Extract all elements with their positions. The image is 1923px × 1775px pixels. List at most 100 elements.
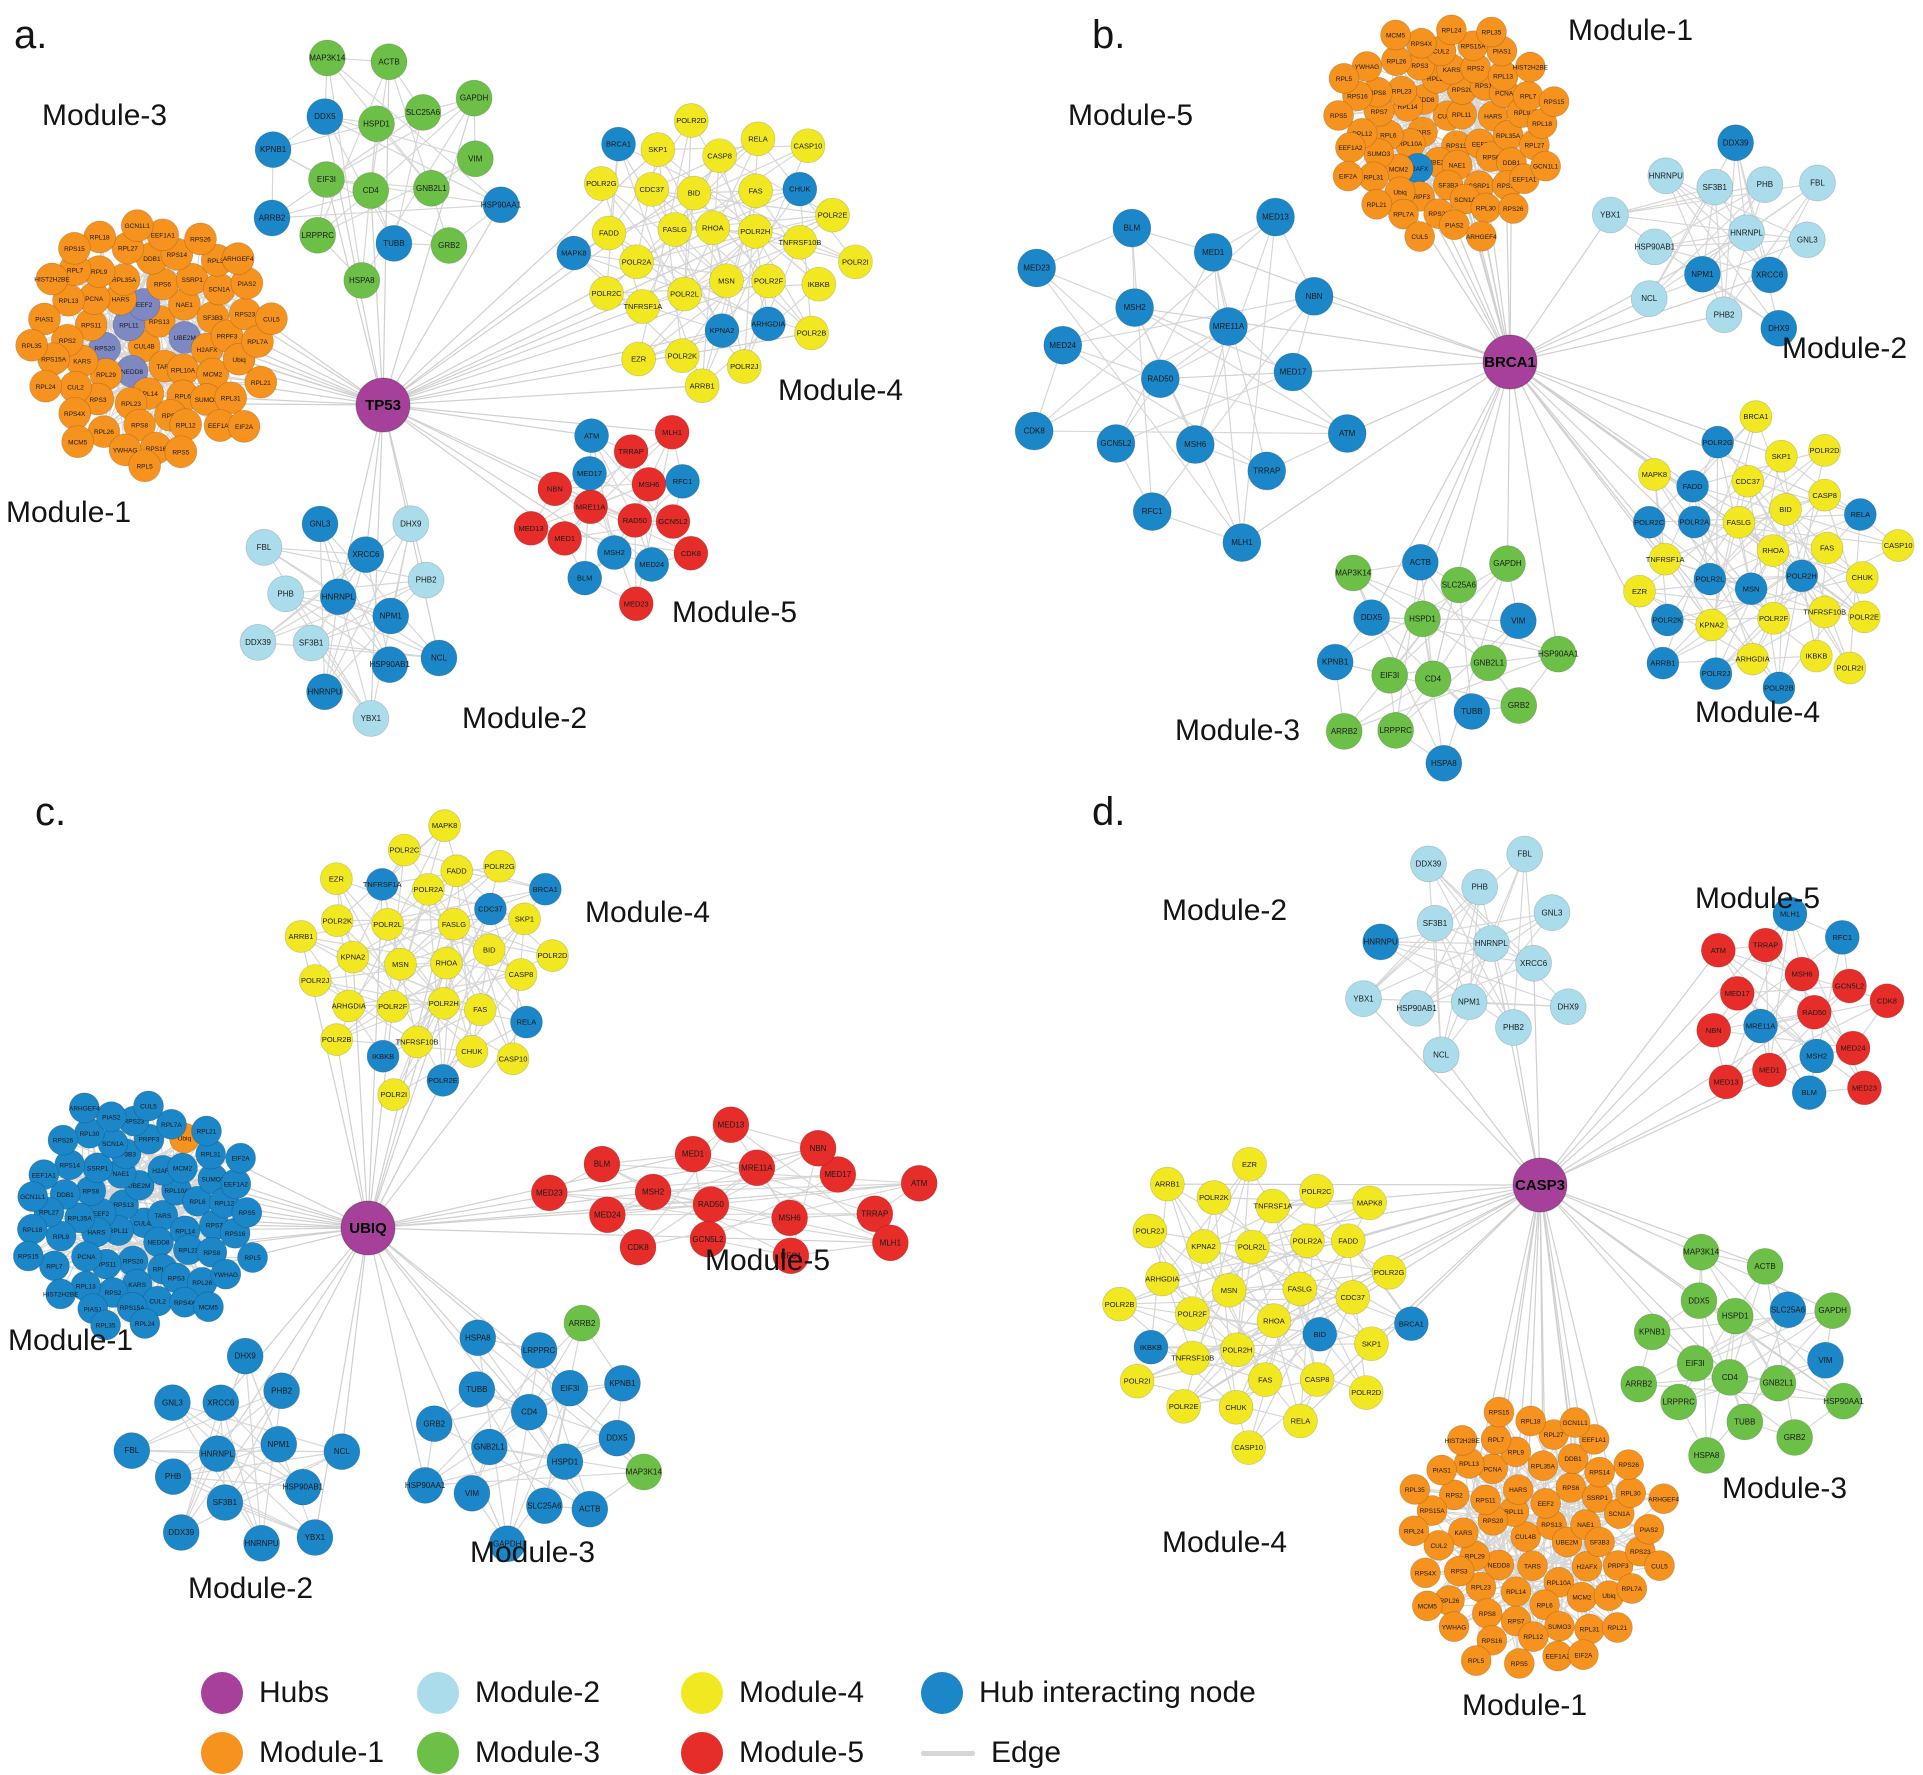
node-label: TNFRSF1A [623,302,662,311]
node-POLR2J: POLR2J [1699,657,1733,690]
node-label: SCN1A [102,1141,124,1148]
node-label: PHB2 [1503,1023,1524,1032]
node-label: HIST2H2BE [1513,65,1549,72]
node-label: RPL31 [1580,1627,1600,1634]
node-label: SF3B1 [213,1498,238,1507]
node-CDC37: CDC37 [634,171,670,207]
module-label-module-5: Module-5 [705,1244,830,1277]
node-label: KARS [128,1282,146,1289]
node-label: POLR2A [1679,518,1709,527]
node-RPS3: RPS3 [1443,1555,1475,1587]
node-MLH1: MLH1 [1222,523,1262,562]
node-POLR2C: POLR2C [589,275,624,311]
node-label: CUL5 [1651,1563,1668,1570]
node-label: EZR [631,355,647,364]
node-label: UBE2M [174,335,196,342]
node-EIF2A: EIF2A [225,1142,256,1174]
node-label: DHX9 [400,519,422,528]
node-MAP3K14: MAP3K14 [308,39,346,77]
node-TNFRSF1A: TNFRSF1A [623,289,662,324]
node-label: GNL3 [1797,235,1818,244]
node-RPS5: RPS5 [1503,1648,1535,1679]
node-CUL4B: CUL4B [1510,1521,1542,1552]
node-label: VIM [468,154,483,163]
node-label: POLR2D [676,116,707,125]
node-label: RPL11 [1452,112,1472,119]
node-CUL5: CUL5 [133,1090,164,1122]
node-label: MSH6 [1184,440,1207,449]
node-label: IKBKB [1140,1343,1162,1352]
node-POLR2E: POLR2E [1847,600,1881,634]
node-MSH2: MSH2 [1115,288,1154,327]
node-label: H2AFX [197,347,219,354]
node-label: CASP8 [1305,1375,1330,1384]
node-label: RPS16 [225,1231,246,1238]
node-label: ARHGDIA [332,1002,366,1011]
node-PHB: PHB [154,1458,192,1495]
node-HSP90AA1: HSP90AA1 [405,1467,446,1504]
node-HIST2H2BE: HIST2H2BE [43,1278,79,1310]
node-RPS5: RPS5 [1323,100,1354,131]
node-label: PHB [1471,883,1487,892]
node-VIM: VIM [1499,602,1537,640]
node-label: YBX1 [361,714,382,723]
node-MED13: MED13 [1708,1064,1744,1100]
node-YWHAG: YWHAG [1438,1611,1470,1643]
node-label: POLR2A [413,885,443,894]
node-label: FBL [124,1446,139,1455]
node-label: EIF2A [232,1156,251,1163]
node-label: RPL10A [164,1188,189,1195]
node-HSPD1: HSPD1 [1404,600,1441,638]
node-label: FASLG [1727,518,1751,527]
node-GCN1L1: GCN1L1 [17,1181,49,1212]
node-RPL35: RPL35 [1399,1474,1431,1505]
node-label: RAD50 [1802,1008,1826,1017]
node-label: RPS15A [41,356,67,363]
node-label: EIF2A [1574,1652,1593,1659]
node-label: POLR2I [380,1090,407,1099]
node-label: POLR2D [1809,446,1840,455]
node-label: MSH6 [779,1213,802,1222]
node-label: SLC25A6 [527,1501,562,1510]
module-label-module-3: Module-3 [42,99,167,132]
node-HSPD1: HSPD1 [1716,1297,1754,1335]
node-ARHGEF4: ARHGEF4 [69,1092,100,1124]
node-CD4: CD4 [1711,1359,1749,1396]
node-TNFRSF10B: TNFRSF10B [1171,1340,1214,1376]
node-label: TNFRSF10B [1803,608,1846,617]
node-label: GNL3 [310,520,331,529]
node-label: NBN [1706,1026,1722,1035]
node-POLR2F: POLR2F [1174,1296,1210,1332]
node-label: RHOA [436,959,458,968]
node-label: MED23 [624,599,649,608]
node-GAPDH: GAPDH [455,79,493,117]
node-label: KPNB1 [1639,1328,1666,1337]
node-label: RPL18 [90,235,110,242]
node-label: EEF1A2 [224,1181,249,1188]
node-NBN: NBN [1696,1012,1732,1048]
node-label: RPL6 [189,1199,206,1206]
node-label: EZR [1242,1160,1258,1169]
node-POLR2E: POLR2E [815,197,850,233]
node-CASP10: CASP10 [1881,529,1915,562]
node-POLR2I: POLR2I [377,1078,411,1111]
node-CDK8: CDK8 [673,535,709,571]
node-ACTB: ACTB [370,43,408,81]
node-RHOA: RHOA [1756,534,1790,567]
node-label: RPL18 [1521,1419,1541,1426]
node-label: MAP3K14 [1335,569,1372,578]
node-label: EZR [329,874,345,883]
node-label: PRPF3 [139,1137,160,1144]
node-label: LRPPRC [301,231,334,240]
node-ARRB1: ARRB1 [1646,646,1680,680]
node-label: MCM5 [68,439,88,446]
node-TRRAP: TRRAP [1748,927,1783,963]
module-label-module-4: Module-4 [1162,1526,1287,1559]
node-label: RPS23 [1630,1549,1651,1556]
node-label: RPL10A [1398,141,1423,148]
node-BID: BID [676,175,712,211]
node-label: MED17 [1725,989,1750,998]
node-POLR2G: POLR2G [583,166,619,201]
node-label: RPL30 [207,258,227,265]
